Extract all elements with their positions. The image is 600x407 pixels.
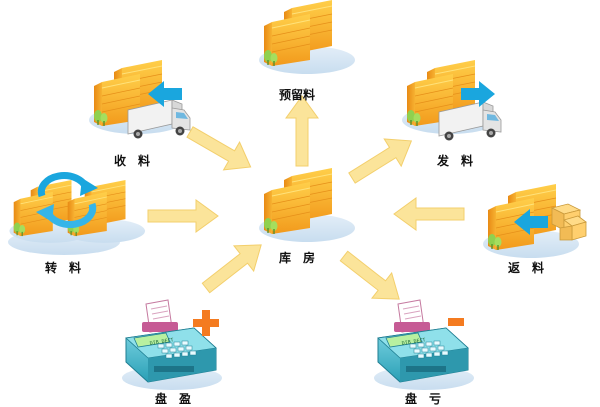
loss-node: [373, 299, 475, 391]
label-return: 返 料: [508, 261, 545, 275]
register-screen-text-loss: DIB DECT: [401, 337, 426, 347]
warehouse-node: [258, 167, 356, 243]
boxes-icon: [550, 203, 587, 241]
register-screen-text-gain: DIB DECT: [149, 337, 174, 347]
arrow-return-to-warehouse: [393, 197, 465, 231]
plus-icon: [193, 310, 219, 336]
label-warehouse: 库 房: [279, 251, 316, 265]
gain-node: [121, 299, 223, 391]
arrow-transfer-to-warehouse: [147, 199, 219, 233]
arrow-warehouse-to-loss: [333, 242, 410, 313]
dispatch-node: [401, 59, 502, 141]
label-loss: 盘 亏: [405, 392, 442, 406]
label-transfer: 转 料: [45, 261, 82, 275]
arrow-warehouse-to-dispatch: [343, 126, 421, 193]
label-reserve: 预留料: [279, 88, 316, 102]
transfer-node: [8, 172, 146, 255]
warehouse-icon: [63, 179, 146, 244]
label-receive: 收 料: [114, 154, 151, 168]
arrow-gain-to-warehouse: [195, 231, 272, 302]
return-node: [482, 183, 587, 259]
warehouse-icon: [258, 167, 356, 243]
cash-register-icon: [373, 299, 475, 391]
minus-icon: [448, 318, 464, 326]
receive-node: [88, 59, 191, 139]
transfer-cycle-icon: [36, 172, 98, 228]
arrow-warehouse-to-reserve: [285, 95, 319, 167]
reserve-node: [258, 0, 356, 75]
label-gain: 盘 盈: [155, 392, 192, 406]
arrow-receive-to-warehouse: [181, 117, 260, 182]
warehouse-icon: [258, 0, 356, 75]
label-dispatch: 发 料: [437, 154, 474, 168]
